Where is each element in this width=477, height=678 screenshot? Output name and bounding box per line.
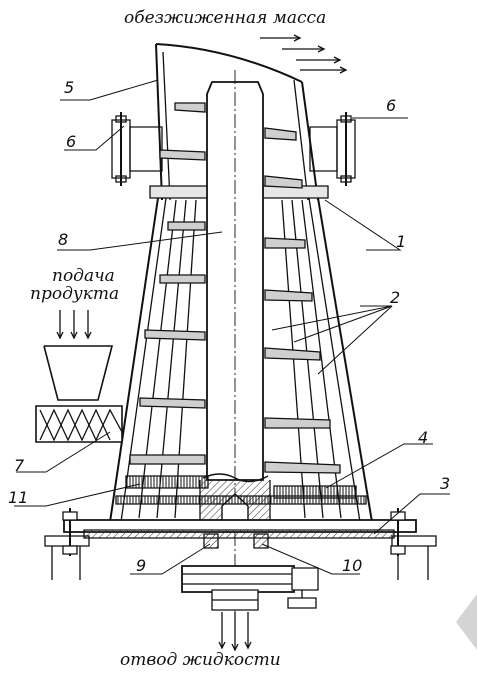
feed-caption-line2: продукта	[30, 284, 120, 304]
callout-4: 4	[418, 428, 429, 447]
feed-hopper	[36, 310, 122, 442]
outflow-arrows	[260, 35, 346, 73]
callout-2: 2	[390, 288, 401, 307]
feed-caption-line1: подача	[52, 266, 115, 286]
scroll-marker	[456, 594, 477, 650]
callout-10: 10	[342, 556, 363, 575]
callout-5: 5	[64, 78, 75, 97]
top-caption: обезжиженная масса	[124, 8, 327, 28]
conical-casing	[110, 198, 372, 522]
drive-pulley	[182, 566, 318, 610]
liquid-outlet-arrows	[219, 612, 251, 650]
callout-8: 8	[58, 230, 69, 249]
callout-9: 9	[136, 556, 147, 575]
flange-left	[112, 112, 162, 186]
callout-11: 11	[8, 488, 29, 507]
callout-6-left: 6	[66, 132, 77, 151]
bearing-right	[254, 534, 268, 548]
upper-collector	[156, 44, 318, 200]
bottom-caption: отвод жидкости	[120, 650, 281, 670]
sieve-ring	[126, 476, 208, 488]
bearing-left	[204, 534, 218, 548]
callout-3: 3	[440, 474, 451, 493]
callout-7: 7	[14, 456, 25, 475]
callout-1: 1	[396, 232, 407, 251]
callout-6-right: 6	[386, 96, 397, 115]
base-frame	[45, 508, 436, 580]
leader-lines	[14, 80, 450, 574]
screw-flights	[130, 103, 340, 473]
flange-right	[310, 112, 355, 186]
